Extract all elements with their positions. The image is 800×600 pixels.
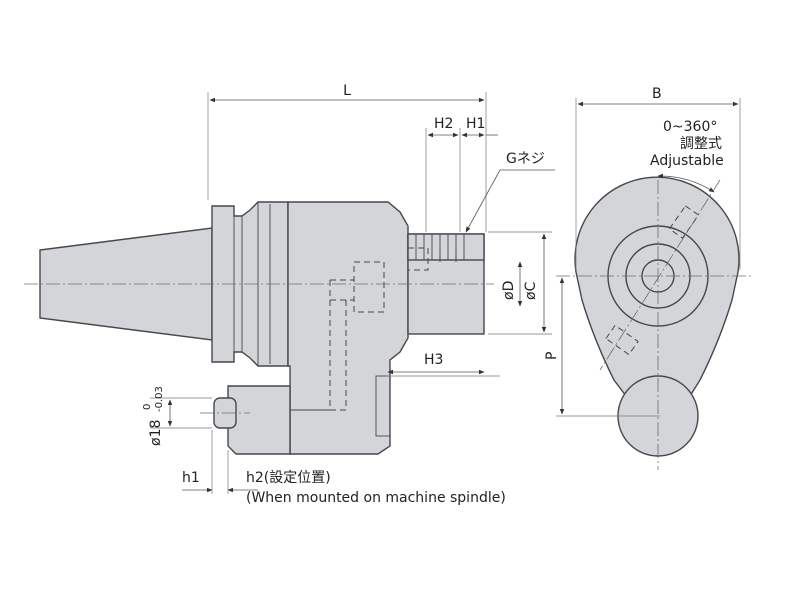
stop-block	[227, 385, 291, 455]
label-phiD: øD	[501, 281, 517, 300]
label-mounted-note: (When mounted on machine spindle)	[246, 490, 506, 506]
front-view: B 0~360° 調整式 Adjustable P	[544, 86, 752, 470]
label-B: B	[652, 86, 662, 102]
label-H2: H2	[434, 116, 453, 132]
label-adjustable-jp: 調整式	[680, 136, 722, 152]
label-phi18-tol-lower: -0.03	[154, 386, 165, 412]
label-H3: H3	[424, 352, 443, 368]
threaded-end	[407, 233, 485, 261]
label-h2-set-position: h2(設定位置)	[246, 470, 331, 486]
side-view: L H2 H1 Gネジ øD øC H3 ø18 0 -0.03 h1 h2(設…	[24, 83, 555, 506]
label-L: L	[343, 83, 351, 99]
label-H1: H1	[466, 116, 485, 132]
dim-angle-arc	[657, 173, 715, 193]
label-thread: Gネジ	[506, 151, 545, 167]
label-phi18-tol-upper: 0	[142, 404, 153, 410]
label-phiC: øC	[523, 281, 539, 300]
thread-leader	[465, 169, 555, 233]
label-h1: h1	[182, 470, 200, 486]
main-body	[287, 201, 409, 455]
label-P: P	[544, 352, 560, 360]
label-adjustable-en: Adjustable	[650, 153, 724, 169]
label-angle-range: 0~360°	[663, 119, 717, 135]
label-phi18: ø18	[148, 420, 164, 446]
